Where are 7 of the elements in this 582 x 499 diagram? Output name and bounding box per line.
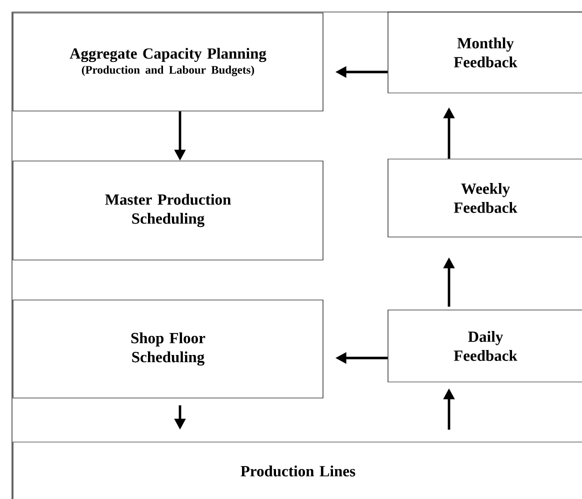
process-box: Production Lines xyxy=(12,442,582,499)
process-box: Shop Floor Scheduling xyxy=(12,300,324,398)
process-box: Master Production Scheduling xyxy=(12,160,324,260)
process-box: Aggregate Capacity Planning (Production and Labour Budgets) xyxy=(12,12,324,112)
process-box: Daily Feedback xyxy=(388,310,582,382)
process-box: Monthly Feedback xyxy=(388,12,582,94)
process-box: Weekly Feedback xyxy=(388,158,582,238)
